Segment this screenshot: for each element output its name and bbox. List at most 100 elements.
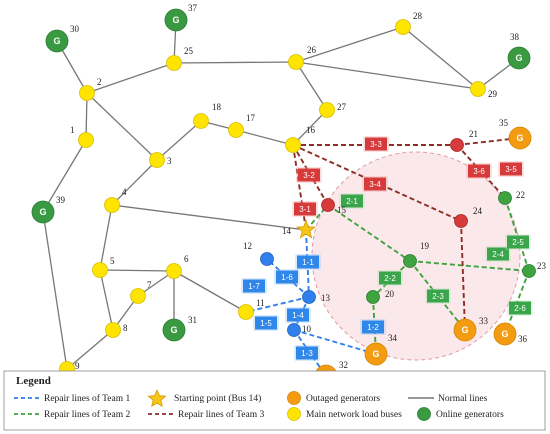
repair-step-label: 1-4 [292,311,304,320]
bus-label-14: 14 [282,226,292,236]
repair-step-team3-box [294,202,316,216]
team2-bus-19 [403,254,417,268]
repair-step-label: 2-6 [514,304,526,313]
team2-bus-20 [366,290,380,304]
bus-label-26: 26 [307,45,317,55]
team3-bus-15 [321,198,335,212]
repair-line-team2 [409,260,530,272]
repair-step-label: 2-5 [512,238,524,247]
outaged-generator-33 [453,318,477,342]
load-bus-5 [92,262,108,278]
load-bus-29 [470,81,486,97]
bus-label-12: 12 [243,241,252,251]
normal-line [66,329,114,370]
repair-step-label: 3-3 [370,140,382,149]
bus-label-11: 11 [256,298,265,308]
gen-glyph-35: G [516,133,523,143]
bus-label-36: 36 [518,334,528,344]
repair-step-team1-box [287,308,309,322]
gen-glyph-37: G [172,15,179,25]
repair-step-label: 3-1 [299,205,311,214]
team2-bus-23 [522,264,536,278]
repair-step-team1-box [362,320,384,334]
legend-team2-label: Repair lines of Team 2 [44,409,130,420]
normal-line [86,62,175,94]
legend-team3-label: Repair lines of Team 3 [178,409,264,420]
repair-step-team3-box [468,164,490,178]
normal-line [235,129,294,146]
bus-label-3: 3 [167,156,172,166]
repair-step-label: 1-2 [367,323,379,332]
normal-line [295,26,404,63]
repair-step-label: 3-6 [473,167,485,176]
bus-label-31: 31 [188,315,197,325]
legend-normal-lines-label: Normal lines [438,394,488,404]
repair-step-team2-box [509,301,531,315]
bus-label-20: 20 [385,289,395,299]
online-generator-31 [162,318,186,342]
repair-step-team1-box [276,270,298,284]
gen-glyph-34: G [372,349,379,359]
bus-label-23: 23 [537,261,547,271]
legend-online-gen-label: Online generators [436,410,504,420]
load-bus-27 [319,102,335,118]
legend-title: Legend [16,375,51,387]
normal-line [295,61,328,111]
gen-glyph-31: G [170,325,177,335]
repair-step-team3-box [364,177,386,191]
normal-line [173,61,297,64]
legend-starting-point-label: Starting point (Bus 14) [174,393,261,404]
repair-step-label: 3-4 [369,180,381,189]
bus-label-1: 1 [70,125,75,135]
load-bus-11 [238,304,254,320]
bus-label-37: 37 [188,3,198,13]
bus-label-7: 7 [147,280,152,290]
normal-line [99,269,114,331]
gen-glyph-33: G [461,325,468,335]
bus-label-22: 22 [516,190,525,200]
load-bus-25 [166,55,182,71]
legend: Legend Repair lines of Team 1 Repair lin… [3,370,546,431]
load-bus-26 [288,54,304,70]
legend-team1-label: Repair lines of Team 1 [44,393,130,404]
normal-line [156,120,202,161]
repair-step-team2-box [427,289,449,303]
normal-line [42,211,68,370]
load-bus-7 [130,288,146,304]
legend-frame [3,370,546,431]
load-bus-18 [193,113,209,129]
normal-line [402,26,479,90]
repair-step-label: 1-7 [248,282,260,291]
bus-label-35: 35 [499,118,509,128]
bus-label-16: 16 [306,125,316,135]
legend-load-buses-label: Main network load buses [306,410,402,420]
normal-line [292,109,328,146]
bus-label-27: 27 [337,102,347,112]
load-bus-8 [105,322,121,338]
bus-label-13: 13 [321,293,331,303]
repair-step-label: 1-3 [301,349,313,358]
online-generator-38 [507,46,531,70]
repair-step-label: 1-1 [302,258,314,267]
repair-step-label: 2-2 [384,274,396,283]
team3-bus-24 [454,214,468,228]
normal-line [111,204,307,231]
gen-glyph-30: G [53,36,60,46]
repair-step-team1-box [243,279,265,293]
repair-step-team3-box [500,162,522,176]
bus-label-15: 15 [337,205,347,215]
repair-step-team3-box [298,168,320,182]
repair-step-label: 1-5 [260,319,272,328]
bus-label-28: 28 [413,11,423,21]
bus-label-38: 38 [510,32,520,42]
bus-label-8: 8 [123,323,128,333]
bus-label-4: 4 [122,187,127,197]
repair-line-team2 [504,197,530,272]
legend-outaged-gen-icon [287,391,301,405]
bus-label-29: 29 [488,89,498,99]
load-bus-17 [228,122,244,138]
online-generator-37 [164,8,188,32]
repair-step-team1-box [255,316,277,330]
bus-label-34: 34 [388,333,398,343]
bus-label-17: 17 [246,113,256,123]
